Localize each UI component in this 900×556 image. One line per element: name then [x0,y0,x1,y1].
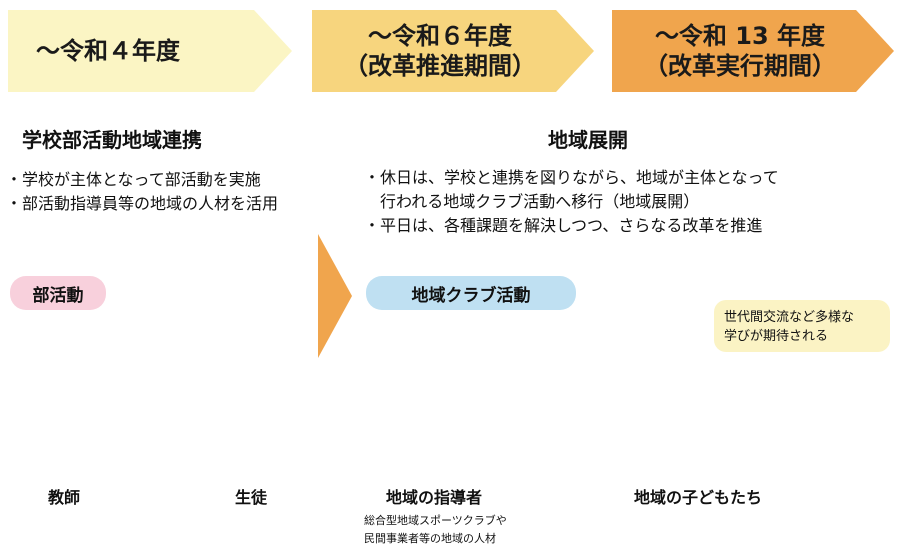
phase-label-line: （改革推進期間） [344,52,536,80]
student-label: 生徒 [235,488,268,507]
bullet-item: ・部活動指導員等の地域の人材を活用 [6,194,279,213]
chevron-shape [312,10,594,92]
coach-sublabel: 総合型地域スポーツクラブや 民間事業者等の地域の人材 [364,512,507,548]
phase-label-line: （改革実行期間） [644,52,836,80]
children-label: 地域の子どもたち [634,488,763,507]
phase-label: ～令和４年度 [8,10,292,92]
bullet-item: ・平日は、各種課題を解決しつつ、さらなる改革を推進 [364,216,763,235]
coach-sublabel-line: 民間事業者等の地域の人材 [364,532,496,545]
phase-label-line: ～令和４年度 [36,37,180,65]
phase-chevron-r13: ～令和 13 年度 （改革実行期間） [612,10,894,92]
bullet-item: 行われる地域クラブ活動へ移行（地域展開） [364,192,700,211]
note-line: 世代間交流など多様な [724,310,855,325]
right-bullets: ・休日は、学校と連携を図りながら、地域が主体となって 行われる地域クラブ活動へ移… [364,166,779,238]
phase-label-line: ～令和６年度 [368,22,512,50]
phase-chevron-r6: ～令和６年度 （改革推進期間） [312,10,594,92]
note-line: 学びが期待される [724,329,829,344]
left-heading: 学校部活動地域連携 [22,128,202,152]
club-activity-pill: 部活動 [10,276,106,310]
teacher-label: 教師 [48,488,81,507]
phase-label: ～令和 13 年度 （改革実行期間） [612,10,894,92]
coach-sublabel-line: 総合型地域スポーツクラブや [364,514,507,527]
bullet-item: ・学校が主体となって部活動を実施 [6,170,261,189]
right-heading: 地域展開 [548,128,628,152]
coach-label: 地域の指導者 [386,488,483,507]
chevron-shape [8,10,292,92]
note-bubble: 世代間交流など多様な 学びが期待される [714,300,890,352]
phase-label-line: ～令和 13 年度 [654,22,826,50]
transition-arrow-icon [318,234,352,358]
community-club-pill: 地域クラブ活動 [366,276,576,310]
left-bullets: ・学校が主体となって部活動を実施 ・部活動指導員等の地域の人材を活用 [6,168,278,216]
phase-label: ～令和６年度 （改革推進期間） [312,10,594,92]
bullet-item: ・休日は、学校と連携を図りながら、地域が主体となって [364,168,779,187]
chevron-shape [612,10,894,92]
phase-chevron-r4: ～令和４年度 [8,10,292,92]
